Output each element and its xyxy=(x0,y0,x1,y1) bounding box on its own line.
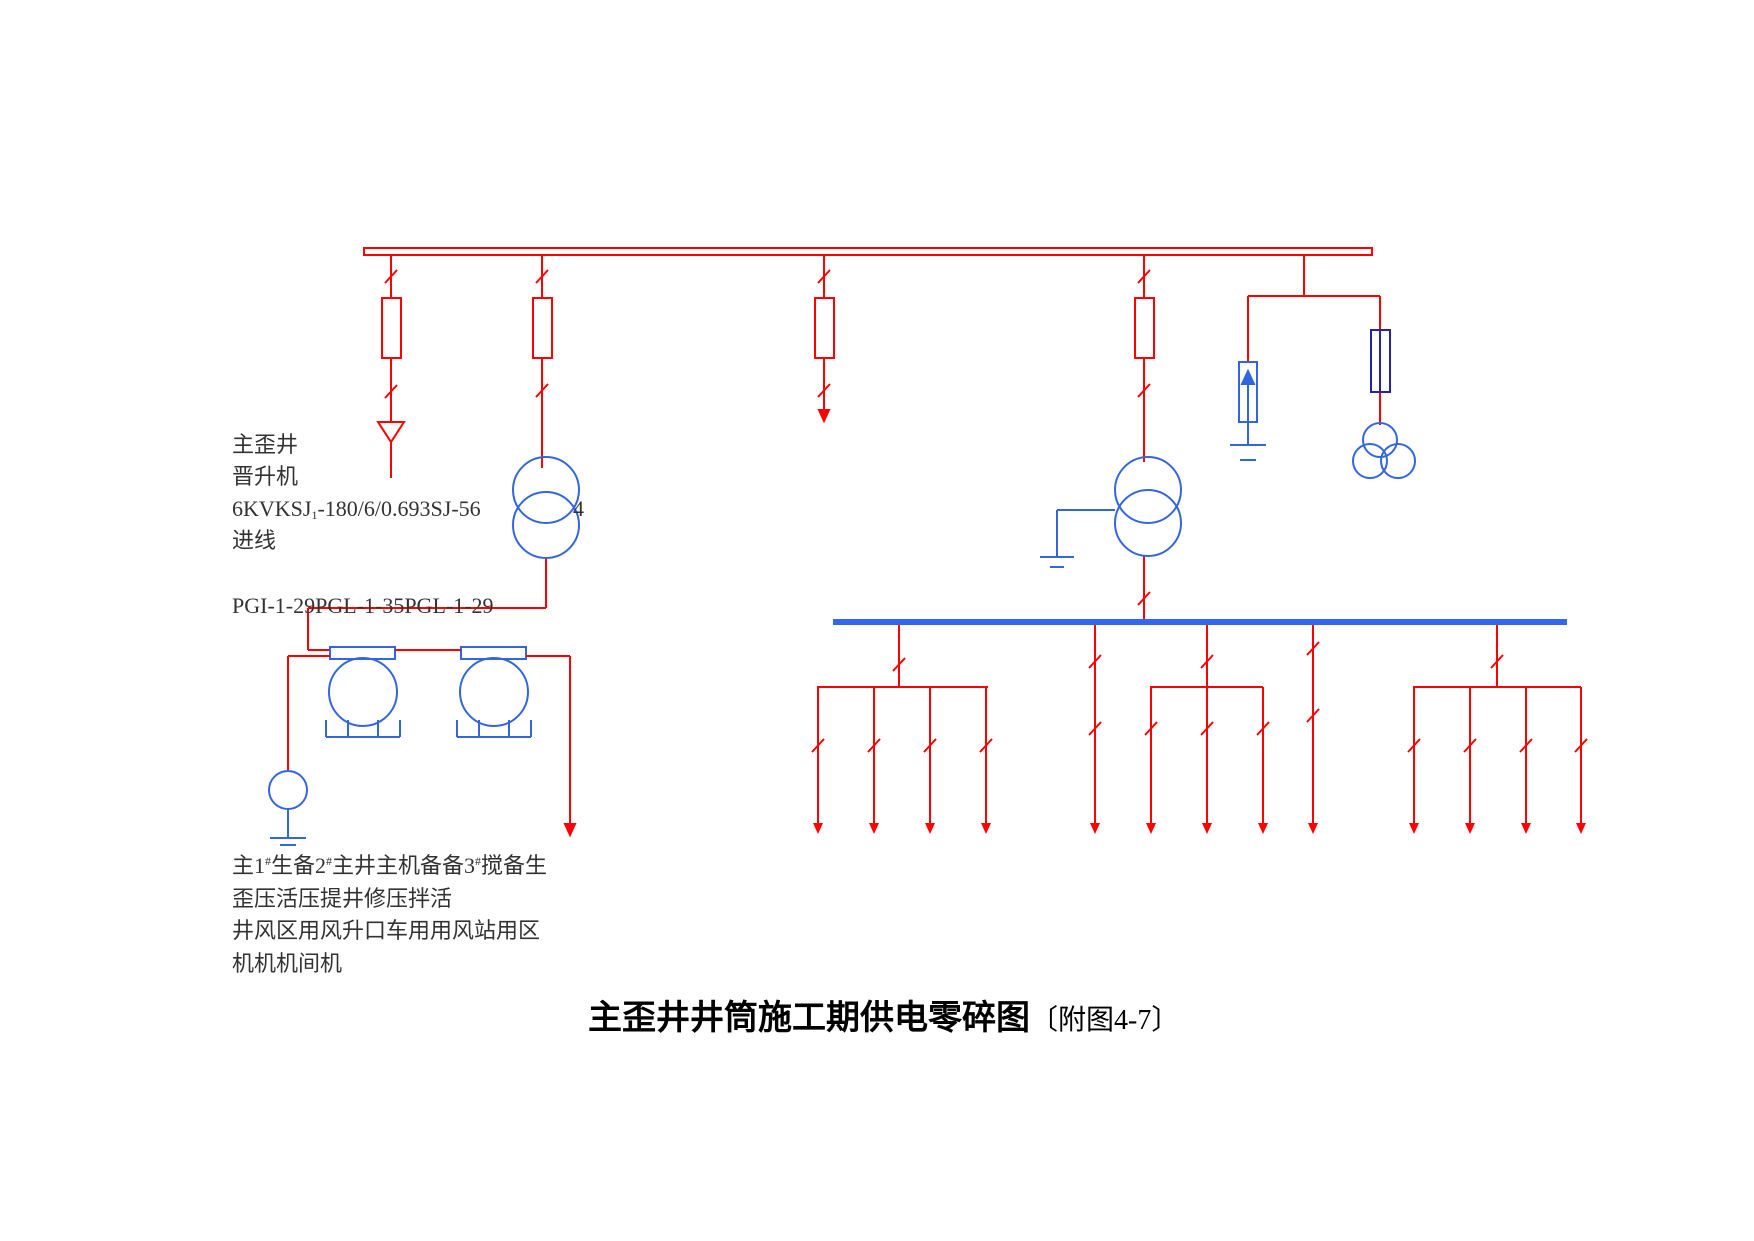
title-note: 〔附图4-7〕 xyxy=(1030,1005,1180,1036)
label-spec: 6KVKSJ1-180/6/0.693SJ-56 xyxy=(232,496,481,522)
fuse-2 xyxy=(532,297,553,359)
switch-mark xyxy=(1306,708,1320,723)
switch-mark xyxy=(1306,641,1320,656)
switch-mark xyxy=(867,738,881,753)
motor-unit-1 xyxy=(325,646,401,738)
switch-mark xyxy=(923,738,937,753)
lv-group-3 xyxy=(1407,625,1588,825)
switch-mark xyxy=(1200,721,1214,736)
switch-mark xyxy=(1463,738,1477,753)
lv-group-2 xyxy=(1088,625,1320,825)
label-loads-row4: 机机机间机 xyxy=(232,951,343,976)
label-loads-row1: 主1#生备2#主井主机备备3#搅备生 xyxy=(232,853,548,878)
switch-mark xyxy=(1407,738,1421,753)
label-panels: PGI-1-29PGL-1-35PGL-1-29 xyxy=(232,593,494,618)
switch-mark xyxy=(892,657,906,672)
label-loads-row2: 歪压活压提井修压拌活 xyxy=(232,886,453,911)
switch-mark xyxy=(1137,383,1151,398)
switch-mark xyxy=(811,738,825,753)
switch-mark xyxy=(979,738,993,753)
distribution-transformer xyxy=(1040,456,1182,568)
fuse-4 xyxy=(1134,297,1155,359)
switch-mark xyxy=(1137,591,1151,606)
lightning-arrester xyxy=(1230,361,1266,461)
switch-mark xyxy=(535,383,549,398)
switch-mark xyxy=(384,384,398,399)
title-main: 主歪井井筒施工期供电零碎图 xyxy=(588,1000,1030,1037)
lv-group-3-arrows xyxy=(1409,823,1586,834)
label-hoist: 晋升机 xyxy=(232,464,299,489)
label-main-shaft: 主歪井 xyxy=(232,432,299,457)
switch-mark xyxy=(1519,738,1533,753)
hoist-transformer xyxy=(512,456,580,559)
feeder-2 xyxy=(307,255,553,651)
switch-mark xyxy=(1137,269,1151,284)
fuse-3 xyxy=(814,297,835,359)
outgoing-arrow xyxy=(563,823,577,838)
feeder-5 xyxy=(1247,255,1381,425)
motor-ground xyxy=(268,770,308,846)
switch-mark xyxy=(1088,721,1102,736)
load-triangle xyxy=(376,421,406,444)
motor-connections xyxy=(287,649,577,838)
switch-mark xyxy=(1574,738,1588,753)
switch-mark xyxy=(1144,721,1158,736)
label-spec-tail: 4 xyxy=(573,496,584,521)
switch-mark xyxy=(817,383,831,398)
potential-transformer xyxy=(1352,422,1416,479)
feeder-1 xyxy=(376,255,406,478)
feeder-4 xyxy=(1134,255,1155,621)
diagram-title: 主歪井井筒施工期供电零碎图〔附图4-7〕 xyxy=(588,1002,1179,1036)
lv-group-1 xyxy=(811,625,993,825)
pt-fuse xyxy=(1370,329,1391,393)
switch-mark xyxy=(1490,654,1504,669)
switch-mark xyxy=(535,269,549,284)
outgoing-arrow xyxy=(817,409,831,424)
label-incoming: 进线 xyxy=(232,528,277,553)
label-loads-row3: 井风区用风升口车用用风站用区 xyxy=(232,918,541,943)
motor-unit-2 xyxy=(456,646,532,738)
switch-mark xyxy=(1256,721,1270,736)
switch-mark xyxy=(1088,654,1102,669)
lv-group-2-arrows xyxy=(1090,823,1318,834)
feeder-3 xyxy=(814,255,835,424)
lv-group-1-arrows xyxy=(813,823,991,834)
switch-mark xyxy=(817,269,831,284)
fuse-1 xyxy=(381,297,402,359)
switch-mark xyxy=(1200,654,1214,669)
main-busbar xyxy=(363,247,1373,256)
switch-mark xyxy=(384,269,398,284)
